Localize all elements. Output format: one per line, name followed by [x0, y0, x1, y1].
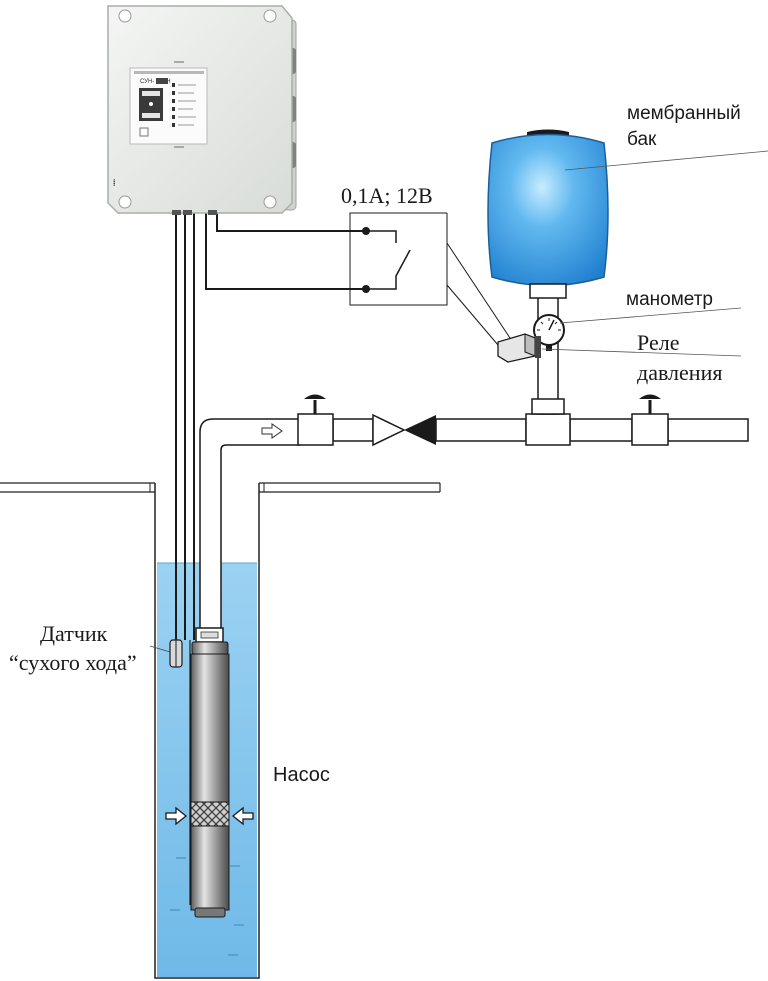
- leader-lines: [541, 150, 768, 357]
- switch-rating-label: 0,1А; 12В: [341, 183, 433, 208]
- start-button[interactable]: [142, 91, 160, 96]
- cables: [175, 213, 366, 905]
- svg-text:••••: ••••: [112, 179, 118, 186]
- intake-arrow-left-icon: [165, 806, 188, 826]
- relay-label-line1: Реле: [637, 330, 679, 355]
- model-badge: [156, 78, 168, 84]
- flow-arrow-icon: [261, 423, 283, 439]
- indicator-lamp: [149, 102, 153, 106]
- sensor-label-line1: Датчик: [40, 621, 108, 646]
- gate-valve-left: [297, 394, 334, 446]
- panel-warning-icon: [139, 127, 149, 137]
- gate-valve-right: [631, 394, 669, 446]
- control-box: •••• СУН-Н: [107, 5, 297, 215]
- pump-intake-mesh: [190, 801, 230, 827]
- sensor-label-line2: “сухого хода”: [9, 650, 137, 675]
- tank-label-line2: бак: [627, 129, 657, 150]
- check-valve: [372, 413, 436, 447]
- pressure-relay: [497, 333, 541, 363]
- discharge-pipe: [199, 418, 749, 631]
- stop-button[interactable]: [142, 113, 160, 118]
- dry-run-sensor: [149, 639, 183, 668]
- ground: [0, 482, 441, 493]
- intake-arrow-right-icon: [231, 806, 254, 826]
- tank-label-line1: мембранный: [627, 103, 741, 124]
- model-label: СУН-Н: [140, 79, 171, 85]
- membrane-tank: [487, 129, 609, 299]
- manometer-label: манометр: [626, 289, 713, 310]
- relay-label-line2: давления: [637, 360, 722, 385]
- pump-label: Насос: [273, 764, 330, 786]
- relay-switch-box: [349, 212, 511, 346]
- submersible-pump: [165, 627, 254, 918]
- status-leds: [172, 83, 175, 127]
- manometer-gauge: [533, 314, 565, 351]
